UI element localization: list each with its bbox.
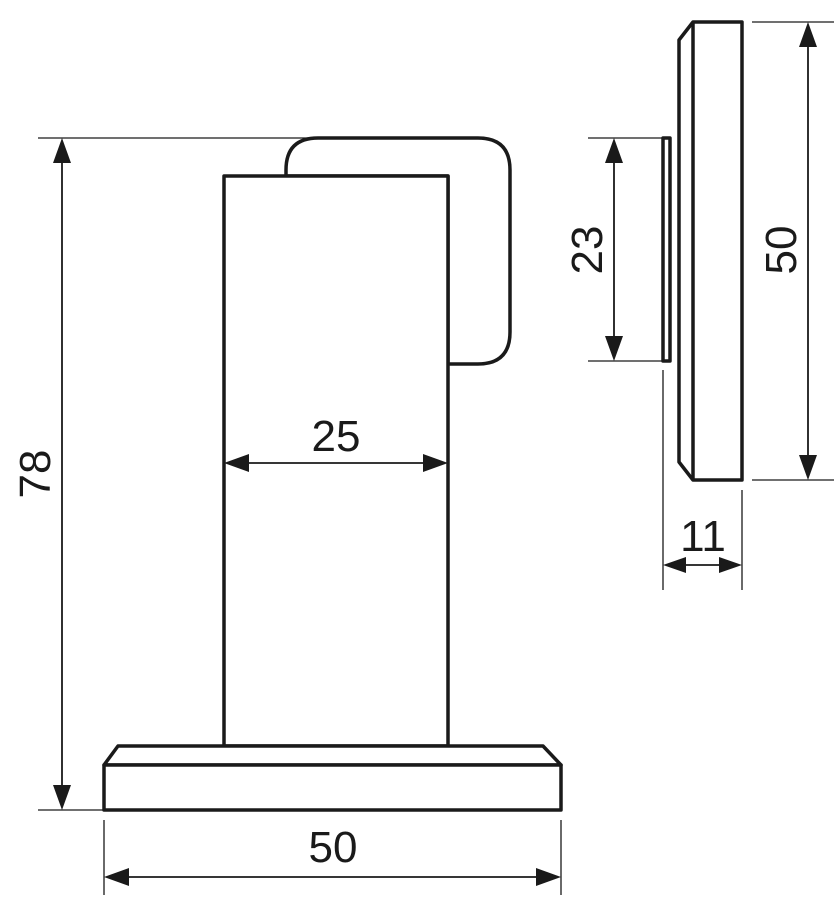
extension-lines-side [588,21,834,590]
total-height-label: 78 [11,450,60,499]
extension-lines-front [38,137,562,895]
dimension-total-height: 78 [11,138,71,810]
dimension-plate-height: 50 [757,22,817,480]
plate-height-label: 50 [757,226,806,275]
base-plate [102,763,563,812]
catch-magnet [661,136,672,363]
door-stop-front-view [102,136,563,812]
magnet-head [284,136,512,366]
dimension-stem-width: 25 [224,412,448,472]
base-chamfer [102,744,563,767]
base-width-label: 50 [309,823,358,872]
wall-catch-side-view [661,20,744,482]
stem-width-label: 25 [312,412,361,461]
dimension-catch-height: 23 [563,138,623,361]
dimension-base-width: 50 [104,823,561,886]
plate-depth-label: 11 [680,512,726,561]
catch-plate [677,20,744,482]
stem [222,174,450,748]
dimension-plate-depth: 11 [663,512,742,573]
catch-height-label: 23 [563,226,612,275]
